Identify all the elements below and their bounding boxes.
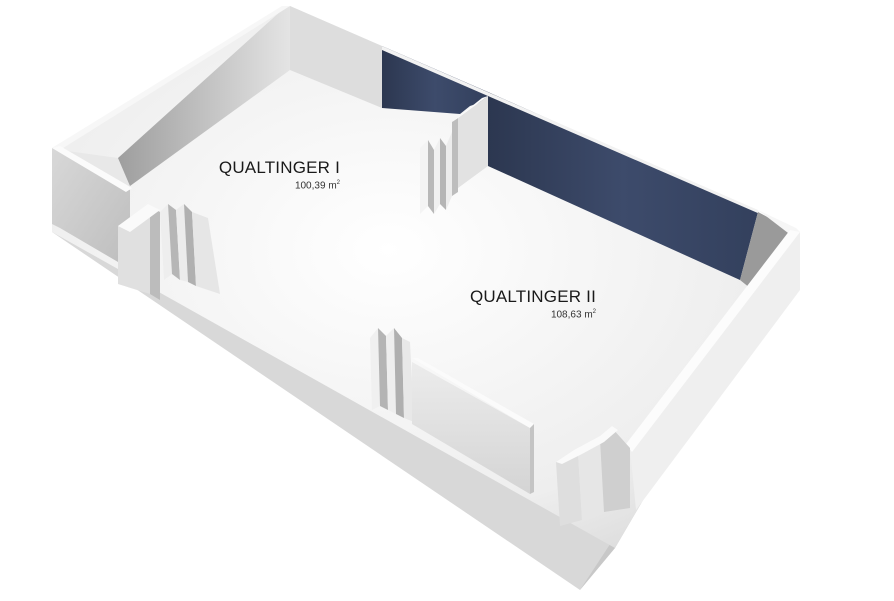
left-side-wall-face — [52, 148, 130, 268]
front-partition-end — [530, 424, 534, 494]
front-pillar-return — [600, 428, 630, 512]
back-wall-mid-face — [290, 6, 382, 108]
fold-panel-c2 — [428, 140, 434, 214]
fold-panel-l5 — [192, 212, 220, 294]
floor-surface — [52, 6, 800, 548]
center-partition — [452, 96, 488, 196]
room-area: 100,39 m2 — [200, 180, 340, 191]
right-front-wall-top — [626, 230, 800, 452]
center-partition-top — [452, 96, 488, 122]
room-area-unit-sup: 2 — [336, 180, 340, 186]
fold-panel-c3 — [434, 138, 440, 214]
fold-panel-c5 — [446, 132, 452, 210]
right-end-wall-top — [758, 210, 800, 236]
accent-wall-right-section — [488, 92, 758, 280]
room-area-unit: m — [328, 180, 337, 192]
fold-panel-f3 — [386, 328, 396, 414]
left-partition — [118, 204, 160, 300]
back-wall-left-top — [52, 6, 290, 150]
fold-panel-f2 — [378, 328, 388, 410]
accent-wall-left-section — [382, 46, 488, 114]
right-front-wall — [626, 230, 800, 510]
left-side-wall — [52, 146, 132, 268]
accent-wall — [382, 46, 760, 280]
front-partition-top — [412, 358, 534, 428]
room-area-unit: m — [584, 309, 593, 321]
room-area-value: 100,39 — [294, 180, 326, 192]
left-wall-top — [52, 146, 132, 192]
fold-panel-f1 — [370, 328, 380, 410]
room-area: 108,63 m2 — [450, 309, 596, 320]
left-partition-top — [118, 204, 160, 232]
room-name: QUALTINGER II — [469, 287, 596, 306]
front-pillar — [556, 426, 630, 526]
back-wall-top-strip — [290, 6, 382, 108]
front-partition-face — [412, 362, 530, 494]
left-partition-side — [150, 206, 160, 300]
room-label-qualtinger-2: QUALTINGER II 108,63 m2 — [450, 287, 596, 320]
room-name: QUALTINGER I — [218, 158, 340, 177]
fold-panel-f5 — [402, 338, 414, 422]
floor-slab — [52, 6, 800, 590]
center-partition-side — [452, 118, 458, 196]
front-pillar-face — [556, 452, 582, 526]
fold-panel-l4 — [184, 204, 196, 286]
front-pillar-top — [556, 426, 618, 464]
fold-panel-c1 — [420, 140, 428, 214]
fold-panel-l2 — [168, 204, 180, 280]
front-pillar-inner — [578, 440, 604, 520]
room-area-value: 108,63 — [550, 309, 582, 321]
folding-wall-front — [370, 328, 414, 422]
accent-wall-top-edge — [382, 46, 760, 214]
room-label-qualtinger-1: QUALTINGER I 100,39 m2 — [200, 158, 340, 191]
front-partition — [412, 358, 534, 494]
center-partition-face — [458, 96, 488, 188]
fold-panel-c4 — [440, 138, 446, 210]
room-area-unit-sup: 2 — [592, 309, 596, 315]
fold-panel-f4 — [394, 328, 404, 418]
right-end-wall — [740, 210, 800, 296]
back-wall-left — [52, 6, 290, 186]
right-front-wall-face — [630, 232, 800, 510]
folding-wall-center — [420, 132, 452, 214]
fold-panel-l1 — [160, 204, 172, 280]
right-end-wall-face — [740, 212, 792, 296]
folding-wall-left — [160, 204, 220, 294]
back-wall-left-face — [118, 6, 290, 186]
